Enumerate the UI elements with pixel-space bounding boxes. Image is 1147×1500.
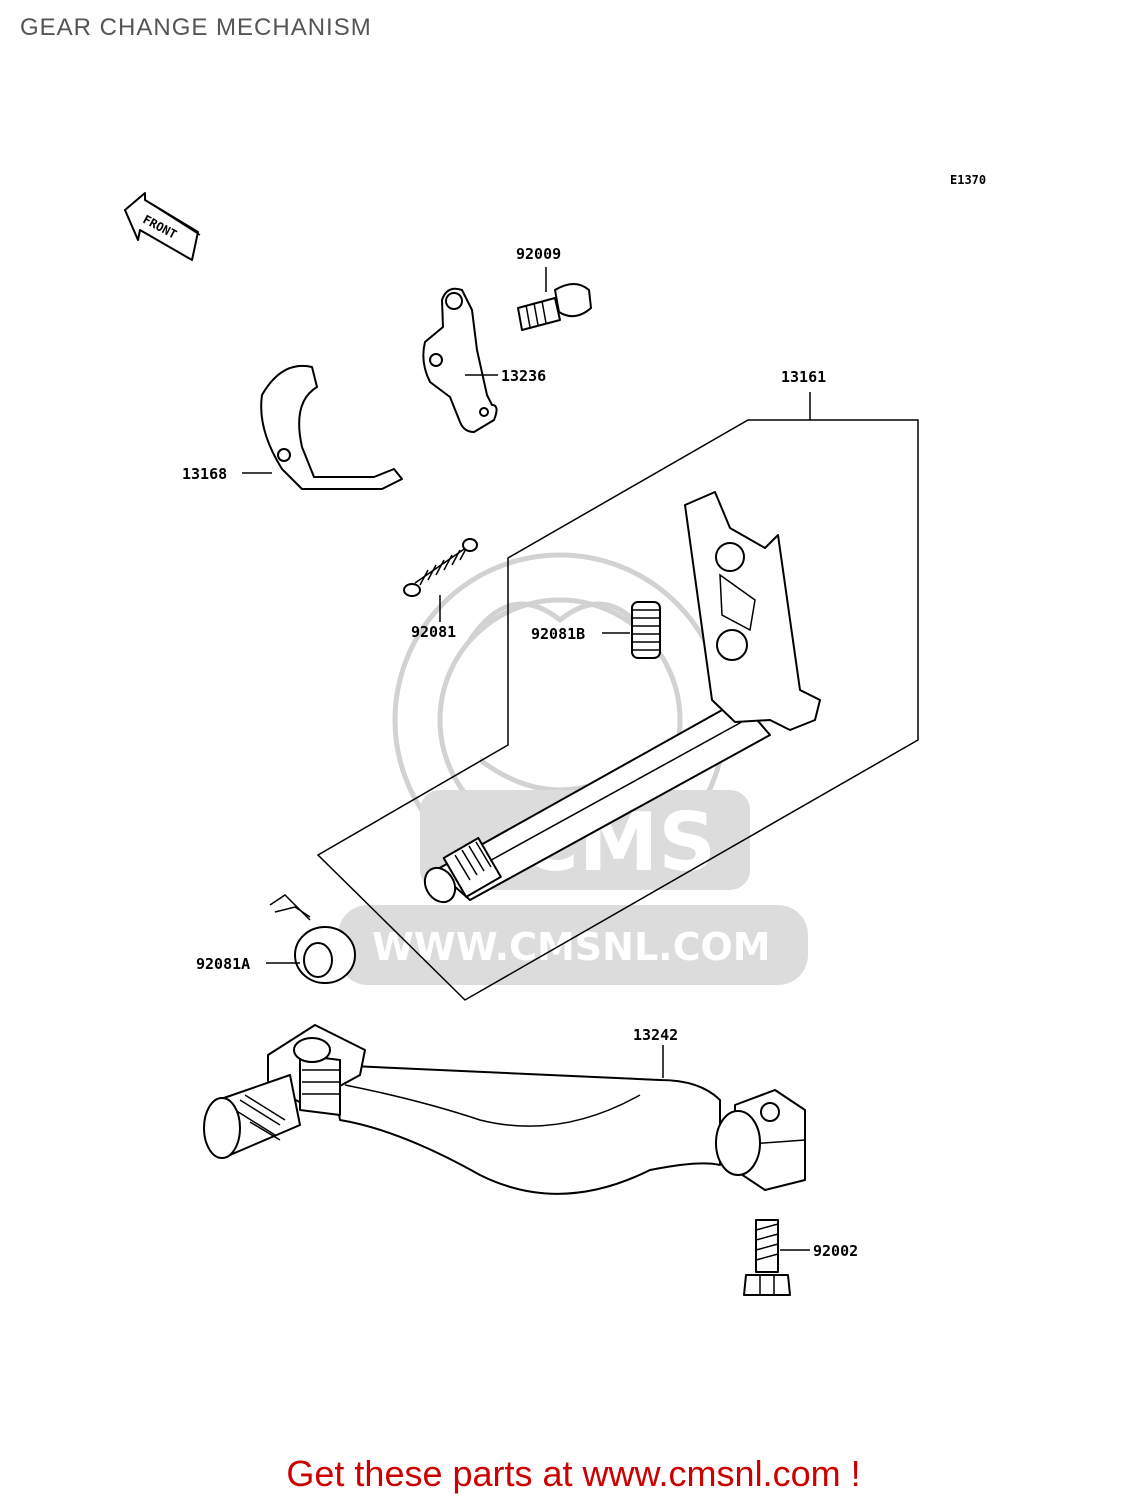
watermark-url: WWW.CMSNL.COM xyxy=(372,925,771,969)
label-92081a: 92081A xyxy=(196,955,250,973)
spring-92081b-icon xyxy=(631,601,661,659)
label-13242: 13242 xyxy=(633,1026,678,1044)
spring-92081-icon xyxy=(403,538,478,597)
label-13168: 13168 xyxy=(182,465,227,483)
bolt-92009-icon xyxy=(517,283,592,331)
label-92009: 92009 xyxy=(516,245,561,263)
parts-diagram: CMS WWW.CMSNL.COM E1370 FRONT 92009 1 xyxy=(124,173,986,1296)
shift-pedal-13242-icon xyxy=(203,1024,806,1195)
diagram-code: E1370 xyxy=(950,173,986,187)
watermark: CMS WWW.CMSNL.COM xyxy=(338,552,808,985)
label-92002: 92002 xyxy=(813,1242,858,1260)
bracket-13236-icon xyxy=(422,287,498,433)
shift-shaft-13161-icon xyxy=(423,491,821,904)
label-13161: 13161 xyxy=(781,368,826,386)
label-92081: 92081 xyxy=(411,623,456,641)
assembly-outline-13161 xyxy=(316,419,919,1001)
footer-link[interactable]: Get these parts at www.cmsnl.com ! xyxy=(286,1453,861,1494)
spring-92081a-icon xyxy=(269,894,356,984)
front-arrow-icon: FRONT xyxy=(124,192,201,261)
label-13236: 13236 xyxy=(501,367,546,385)
bolt-92002-icon xyxy=(743,1219,791,1296)
label-92081b: 92081B xyxy=(531,625,585,643)
page-title: GEAR CHANGE MECHANISM xyxy=(20,14,372,41)
guide-plate-13168-icon xyxy=(260,364,403,490)
